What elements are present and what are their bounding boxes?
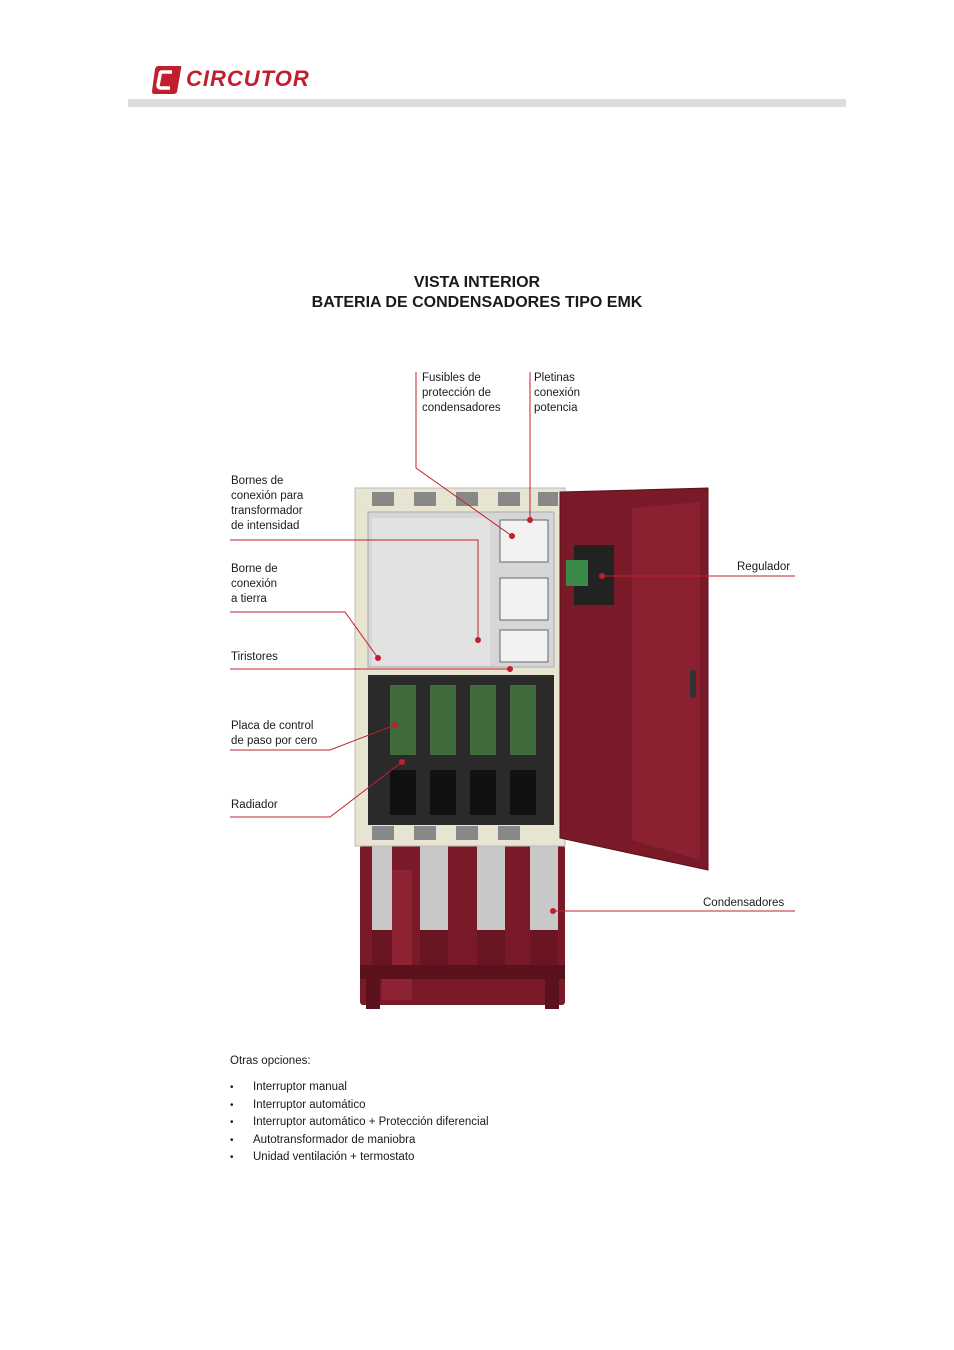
option-item: Interruptor automático + Protección dife…: [230, 1114, 489, 1132]
option-item: Interruptor manual: [230, 1079, 489, 1097]
figure-title: VISTA INTERIOR: [413, 274, 541, 291]
option-item: Unidad ventilación + termostato: [230, 1149, 489, 1167]
label-radiador: Radiador: [231, 799, 278, 811]
cabinet-illustration: [230, 372, 795, 1009]
option-item: Interruptor automático: [230, 1097, 489, 1115]
label-borne-tierra: Borne de conexión a tierra: [231, 563, 278, 605]
header-rule: [128, 99, 846, 107]
label-tiristores: Tiristores: [231, 651, 278, 663]
label-regulador: Regulador: [737, 561, 791, 573]
label-placa: Placa de control de paso por cero: [231, 720, 318, 747]
options-section: Otras opciones: Interruptor manual Inter…: [230, 1055, 489, 1167]
label-bornes-ti: Bornes de conexión para transformador de…: [231, 475, 304, 532]
option-item: Autotransformador de maniobra: [230, 1132, 489, 1150]
options-title: Otras opciones:: [230, 1055, 311, 1067]
circutor-logo: CIRCUTOR: [150, 64, 320, 96]
label-condensadores: Condensadores: [703, 897, 785, 909]
label-pletinas: Pletinas conexión potencia: [534, 372, 581, 414]
circutor-logo-icon: [152, 66, 182, 94]
label-fusibles: Fusibles de protección de condensadores: [422, 372, 501, 414]
capacitor-stand: [360, 845, 565, 1009]
figure-subtitle: BATERIA DE CONDENSADORES TIPO EMK: [311, 294, 643, 311]
brand-name: CIRCUTOR: [186, 66, 310, 91]
